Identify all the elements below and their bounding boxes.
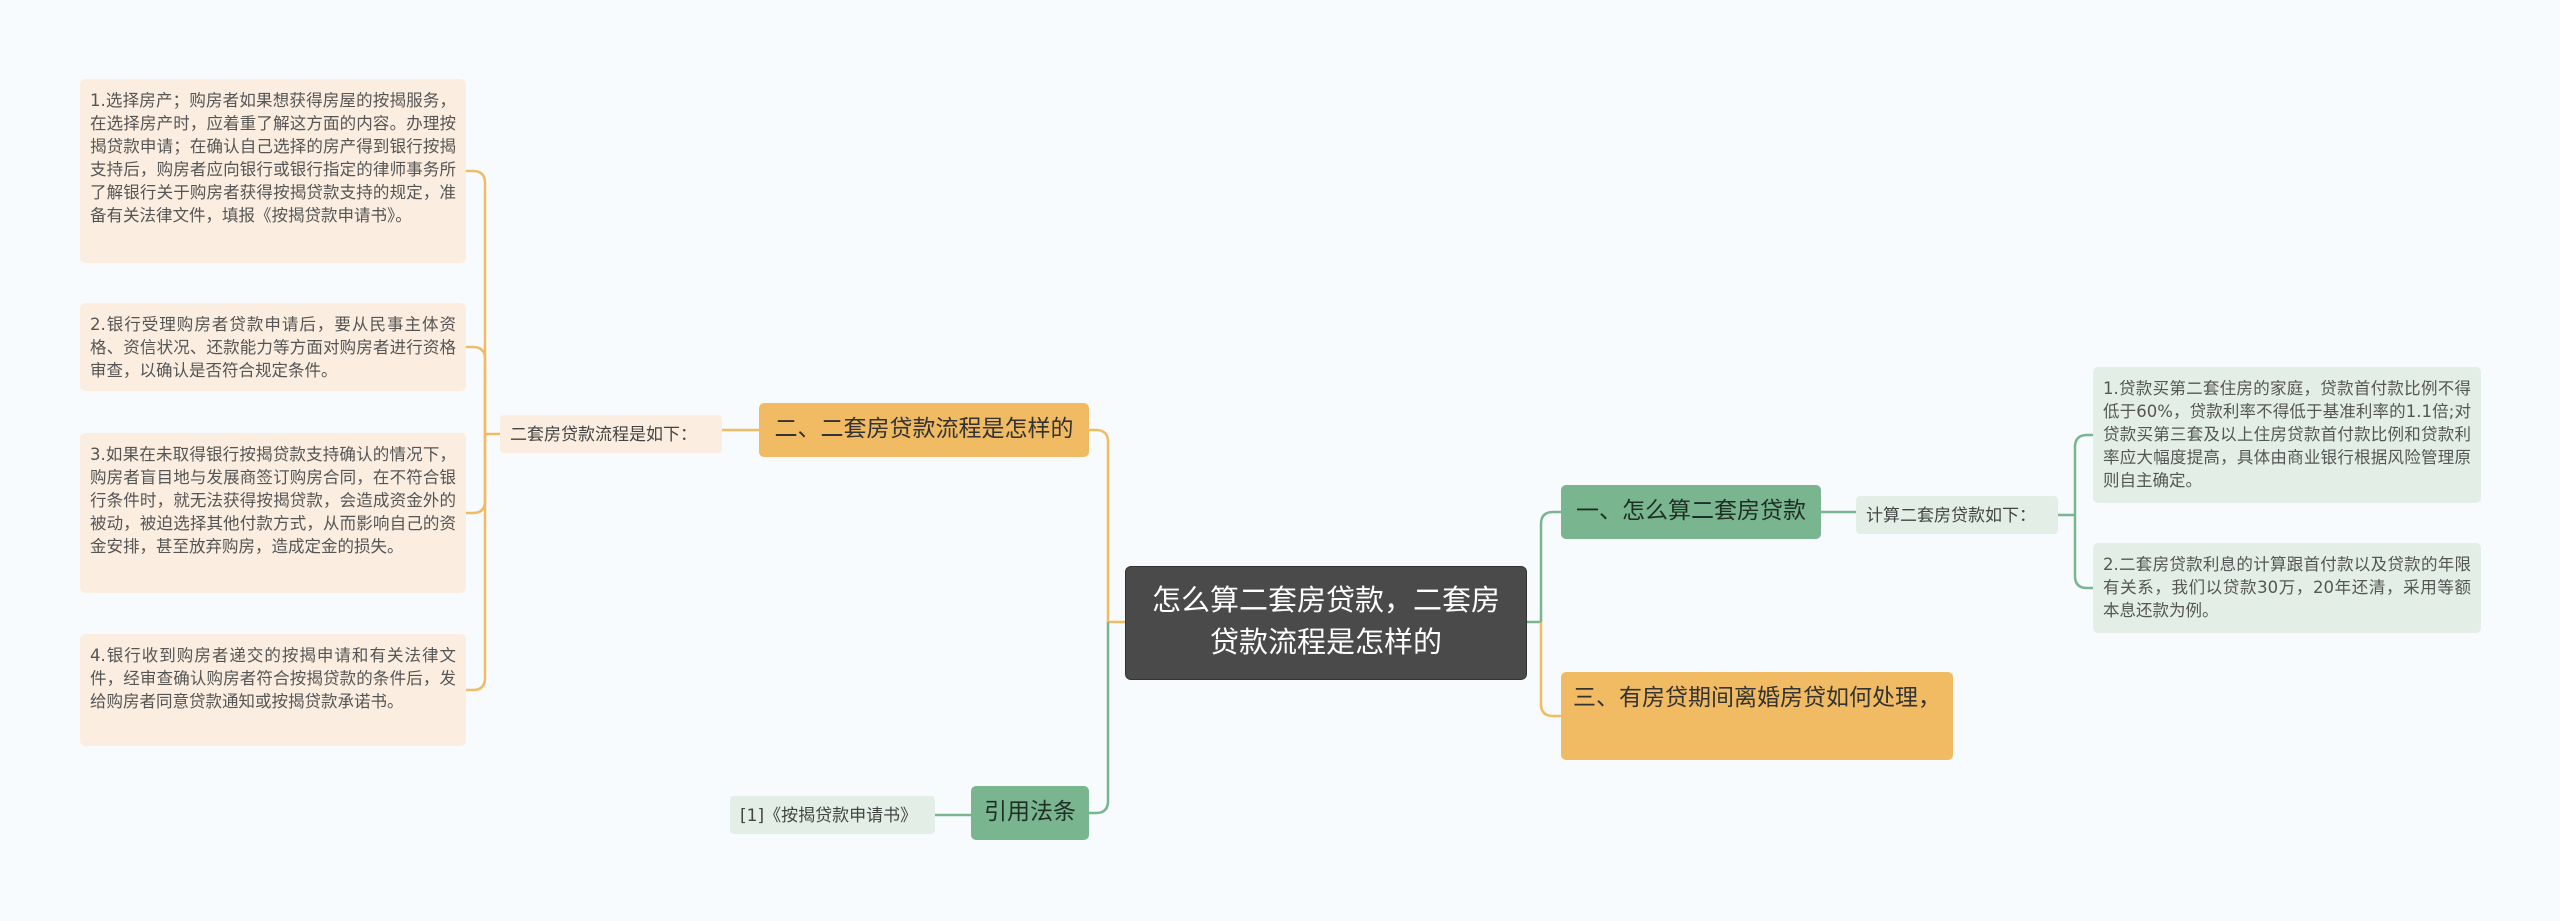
process-step-1-text: 1.选择房产；购房者如果想获得房屋的按揭服务，在选择房产时，应着重了解这方面的内… <box>90 91 456 225</box>
connector-subtopic-to-step-2 <box>466 345 487 434</box>
branch-cited-law-label: 引用法条 <box>984 799 1076 825</box>
process-step-3-text: 3.如果在未取得银行按揭贷款支持确认的情况下，购房者盲目地与发展商签订购房合同，… <box>90 445 456 556</box>
central-topic[interactable]: 怎么算二套房贷款，二套房贷款流程是怎样的 <box>1125 566 1527 680</box>
calculation-item-1[interactable]: 1.贷款买第二套住房的家庭，贷款首付款比例不得低于60%，贷款利率不得低于基准利… <box>2093 367 2481 503</box>
subtopic-calculation[interactable]: 计算二套房贷款如下： <box>1856 496 2058 534</box>
calculation-item-2-text: 2.二套房贷款利息的计算跟首付款以及贷款的年限有关系，我们以贷款30万，20年还… <box>2103 555 2471 620</box>
connector-central-to-law <box>1089 622 1110 815</box>
branch-cited-law[interactable]: 引用法条 <box>971 786 1089 840</box>
branch-divorce-mortgage-label: 三、有房贷期间离婚房贷如何处理， <box>1573 685 1941 711</box>
connector-subtopic-to-step-4 <box>466 434 487 692</box>
branch-loan-calculation-label: 一、怎么算二套房贷款 <box>1576 498 1806 524</box>
calculation-item-2[interactable]: 2.二套房贷款利息的计算跟首付款以及贷款的年限有关系，我们以贷款30万，20年还… <box>2093 543 2481 633</box>
branch-loan-process[interactable]: 二、二套房贷款流程是怎样的 <box>759 403 1089 457</box>
process-step-3[interactable]: 3.如果在未取得银行按揭贷款支持确认的情况下，购房者盲目地与发展商签订购房合同，… <box>80 433 466 593</box>
process-step-1[interactable]: 1.选择房产；购房者如果想获得房屋的按揭服务，在选择房产时，应着重了解这方面的内… <box>80 79 466 263</box>
connector-subtopic-to-step-3 <box>466 434 487 515</box>
connector-subtopic-to-step-1 <box>466 169 487 434</box>
subtopic-process-steps-label: 二套房贷款流程是如下： <box>510 425 697 445</box>
branch-loan-process-label: 二、二套房贷款流程是怎样的 <box>774 416 1074 442</box>
connector-calc-to-item-2 <box>2073 515 2093 590</box>
connector-central-to-divorce <box>1539 622 1561 718</box>
process-step-2[interactable]: 2.银行受理购房者贷款申请后，要从民事主体资格、资信状况、还款能力等方面对购房者… <box>80 303 466 391</box>
calculation-item-1-text: 1.贷款买第二套住房的家庭，贷款首付款比例不得低于60%，贷款利率不得低于基准利… <box>2103 379 2471 490</box>
process-step-4-text: 4.银行收到购房者递交的按揭申请和有关法律文件，经审查确认购房者符合按揭贷款的条… <box>90 646 456 711</box>
process-step-2-text: 2.银行受理购房者贷款申请后，要从民事主体资格、资信状况、还款能力等方面对购房者… <box>90 315 456 380</box>
subtopic-process-steps[interactable]: 二套房贷款流程是如下： <box>500 415 722 453</box>
connector-central-to-process <box>1089 428 1125 624</box>
central-topic-label: 怎么算二套房贷款，二套房贷款流程是怎样的 <box>1151 583 1500 659</box>
cited-law-reference[interactable]: [1]《按揭贷款申请书》 <box>730 796 935 834</box>
branch-loan-calculation[interactable]: 一、怎么算二套房贷款 <box>1561 485 1821 539</box>
branch-divorce-mortgage[interactable]: 三、有房贷期间离婚房贷如何处理， <box>1561 672 1953 760</box>
subtopic-calculation-label: 计算二套房贷款如下： <box>1866 506 2036 526</box>
cited-law-reference-label: [1]《按揭贷款申请书》 <box>740 806 918 826</box>
connector-central-to-calculation <box>1527 510 1561 624</box>
process-step-4[interactable]: 4.银行收到购房者递交的按揭申请和有关法律文件，经审查确认购房者符合按揭贷款的条… <box>80 634 466 746</box>
connector-calc-to-item-1 <box>2073 433 2093 515</box>
